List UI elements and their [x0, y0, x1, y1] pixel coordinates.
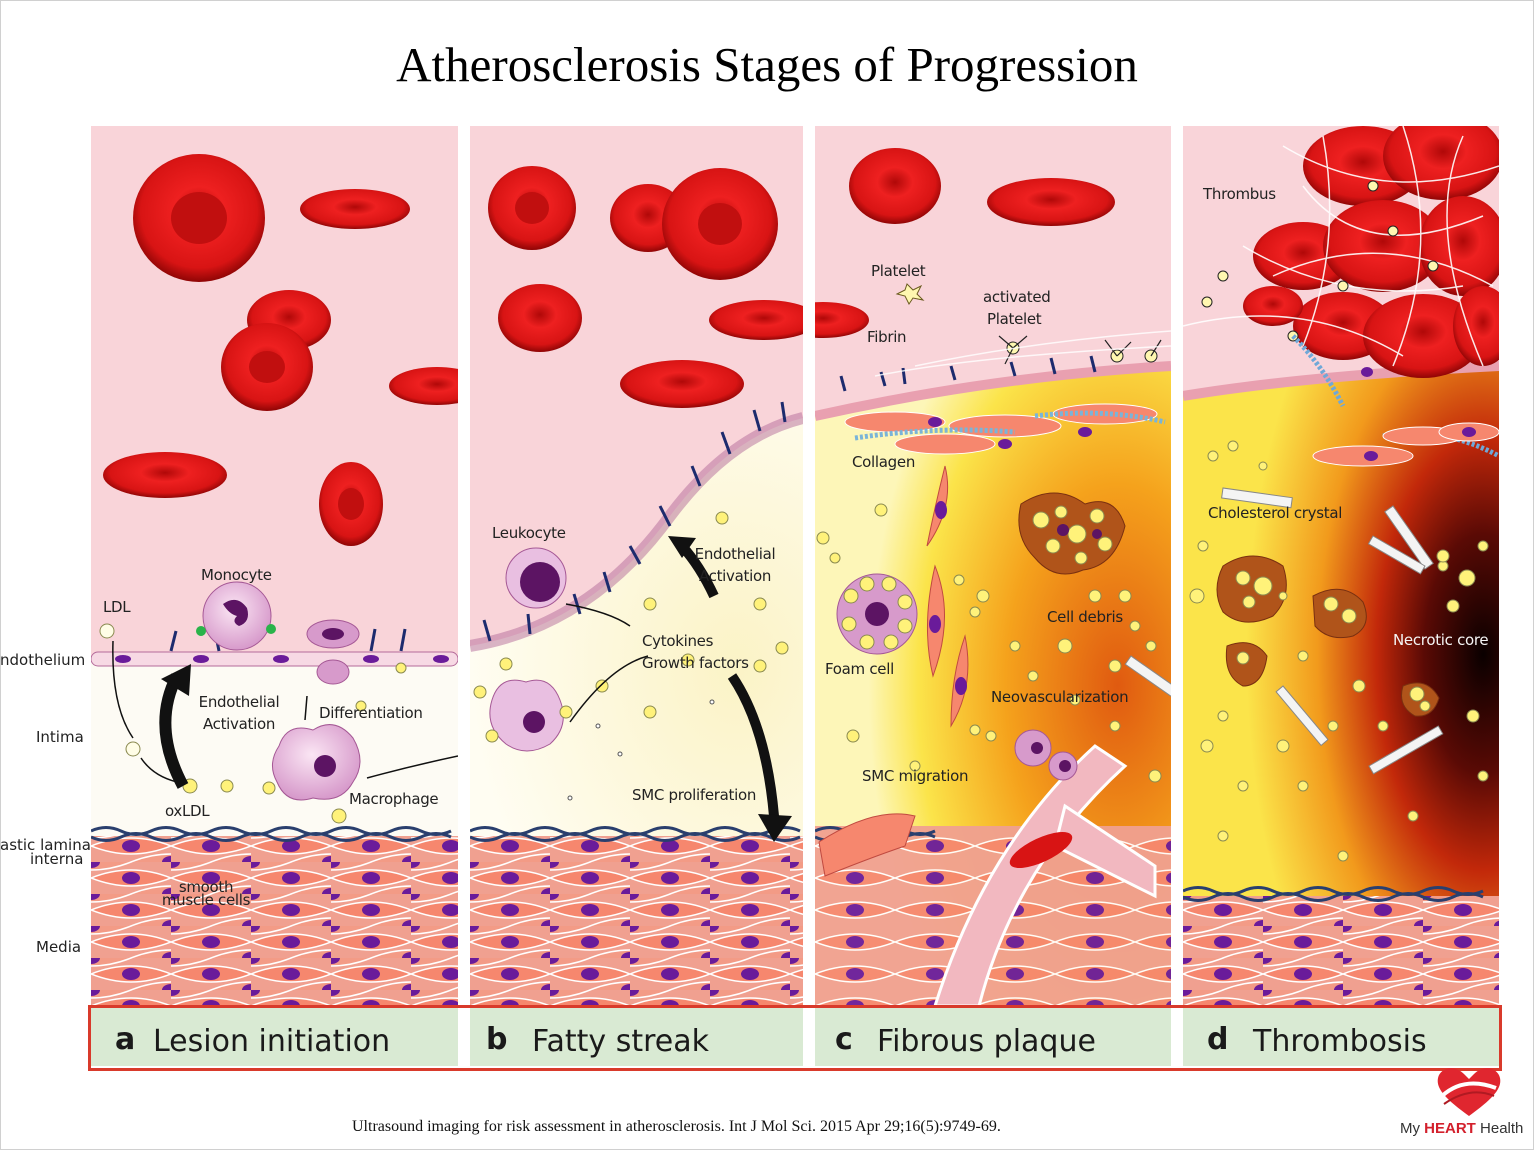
stage-label-a: a Lesion initiation [91, 1006, 458, 1066]
label-cholesterol-crystal: Cholesterol crystal [1208, 504, 1343, 522]
panel-b-illustration [470, 126, 803, 1006]
logo-text: My HEART Health [1400, 1120, 1523, 1137]
stage-name: Fatty streak [532, 1024, 709, 1059]
panel-lesion-initiation: LDL Monocyte Endothelial Activation Diff… [91, 126, 458, 1006]
label-foam-cell: Foam cell [825, 660, 894, 678]
label-activation-a: Activation [202, 715, 276, 733]
label-cytokines: Cytokines [642, 632, 714, 650]
label-collagen: Collagen [852, 453, 916, 471]
layer-label-media: Media [36, 938, 82, 956]
label-activation-b: Activation [698, 567, 772, 585]
label-necrotic-core: Necrotic core [1393, 631, 1489, 649]
layer-label-elastic-lamina: astic lamina [0, 836, 91, 854]
label-activated-platelet: Platelet [987, 310, 1042, 328]
stage-letter: c [835, 1022, 853, 1057]
label-monocyte: Monocyte [201, 566, 272, 584]
logo-brand: HEART [1424, 1120, 1476, 1137]
stage-name: Lesion initiation [153, 1024, 391, 1059]
label-differentiation: Differentiation [319, 704, 423, 722]
label-oxldl: oxLDL [165, 802, 210, 820]
label-platelet: Platelet [871, 262, 926, 280]
stage-label-c: c Fibrous plaque [815, 1006, 1171, 1066]
panel-d-illustration [1183, 126, 1499, 1006]
label-leukocyte: Leukocyte [492, 524, 566, 542]
label-endothelial-activation-a: Endothelial [198, 693, 280, 711]
label-endothelial-activation-b: Endothelial [694, 545, 776, 563]
label-ldl: LDL [103, 598, 131, 616]
stage-name: Thrombosis [1253, 1024, 1427, 1059]
label-smc-proliferation: SMC proliferation [632, 786, 757, 804]
my-heart-health-logo: My HEART Health [1400, 1066, 1530, 1146]
stage-label-b: b Fatty streak [470, 1006, 803, 1066]
stage-letter: b [486, 1022, 508, 1057]
citation: Ultrasound imaging for risk assessment i… [352, 1118, 1001, 1135]
layer-label-endothelium: ndothelium [0, 651, 86, 669]
stage-letter: a [115, 1022, 136, 1057]
heart-icon [1437, 1068, 1501, 1116]
panel-a-illustration [91, 126, 458, 1006]
label-fibrin: Fibrin [867, 328, 907, 346]
label-smc-migration: SMC migration [862, 767, 969, 785]
panel-fibrous-plaque: Platelet activated Platelet Fibrin Colla… [815, 126, 1171, 1006]
label-activated: activated [983, 288, 1051, 306]
stage-letter: d [1207, 1022, 1229, 1057]
page-title: Atherosclerosis Stages of Progression [396, 37, 1138, 92]
stage-highlight-box [88, 1005, 1502, 1071]
panel-thrombosis: Thrombus Cholesterol crystal Necrotic co… [1183, 126, 1499, 1006]
label-cell-debris: Cell debris [1047, 608, 1123, 626]
stage-label-d: d Thrombosis [1183, 1006, 1499, 1066]
stage-name: Fibrous plaque [877, 1024, 1096, 1059]
label-macrophage: Macrophage [349, 790, 439, 808]
label-growth-factors: Growth factors [642, 654, 749, 672]
layer-label-elastic-lamina-2: interna [30, 850, 84, 868]
label-smooth: smooth [178, 878, 234, 896]
label-neovascularization: Neovascularization [991, 688, 1129, 706]
logo-suffix: Health [1480, 1120, 1524, 1137]
layer-label-intima: Intima [36, 728, 84, 746]
logo-prefix: My [1400, 1120, 1420, 1137]
panel-c-illustration [815, 126, 1171, 1006]
label-muscle-cells: muscle cells [161, 891, 251, 909]
panel-fatty-streak: Leukocyte Endothelial Activation Cytokin… [470, 126, 803, 1006]
label-thrombus: Thrombus [1203, 185, 1276, 203]
